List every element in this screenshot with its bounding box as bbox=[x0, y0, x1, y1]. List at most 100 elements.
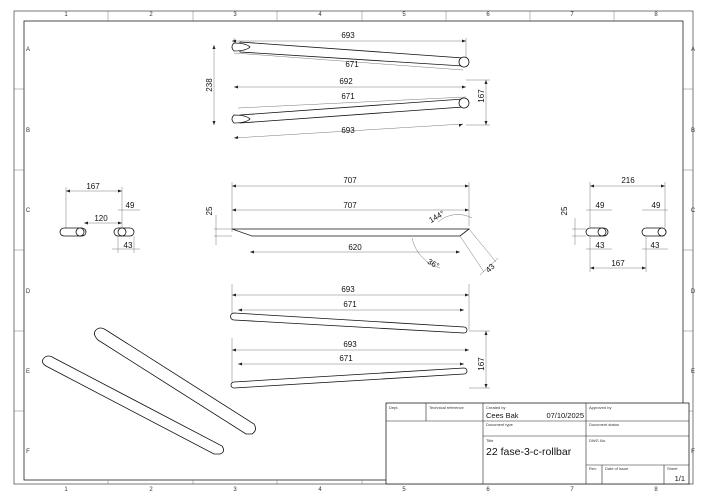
row-label-b-right: B bbox=[691, 128, 695, 134]
row-label-f-right: F bbox=[691, 449, 695, 455]
tube-circle-left-1 bbox=[75, 227, 85, 237]
col-label-3-bottom: 3 bbox=[233, 487, 237, 493]
top-view-upper: 693 671 238 bbox=[205, 31, 470, 125]
tb-doc-type-label: Document type bbox=[486, 422, 514, 427]
col-label-8-bottom: 8 bbox=[654, 487, 658, 493]
col-label-2: 2 bbox=[149, 12, 153, 18]
col-label-7-bottom: 7 bbox=[570, 487, 574, 493]
tube-end-right-mid bbox=[458, 97, 470, 109]
tube-circle-right-1 bbox=[597, 227, 607, 237]
dim-692: 692 bbox=[339, 77, 353, 86]
rollbar-tube-side bbox=[231, 228, 471, 237]
right-end-view: 216 25 49 49 43 43 167 bbox=[560, 176, 668, 272]
col-label-3: 3 bbox=[233, 12, 237, 18]
tb-date-issue-label: Date of issue bbox=[605, 466, 629, 471]
rollbar-tube-front bbox=[230, 312, 468, 334]
dim-49-right-a: 49 bbox=[596, 201, 605, 210]
row-label-a: A bbox=[26, 47, 30, 53]
dim-25-side: 25 bbox=[205, 206, 214, 215]
outer-border bbox=[13, 10, 694, 485]
tube-end-left-mid bbox=[231, 114, 251, 124]
tb-approved-by-label: Approved by bbox=[589, 405, 611, 410]
col-label-5: 5 bbox=[402, 12, 406, 18]
angle-arc-36 bbox=[411, 237, 441, 269]
tube-end-right-top bbox=[458, 56, 470, 68]
col-label-4: 4 bbox=[318, 12, 322, 18]
dim-707-top: 707 bbox=[343, 176, 357, 185]
dim-693-front: 693 bbox=[341, 285, 355, 294]
dim-120: 120 bbox=[94, 214, 108, 223]
dim-216: 216 bbox=[621, 176, 635, 185]
dim-43-right-b: 43 bbox=[651, 241, 660, 250]
dim-620: 620 bbox=[348, 243, 362, 252]
rollbar-tube-front-2 bbox=[230, 367, 468, 389]
dim-43-right-a: 43 bbox=[596, 241, 605, 250]
dim-707-inner: 707 bbox=[343, 201, 357, 210]
row-label-e-right: E bbox=[691, 369, 695, 375]
left-end-view: 167 120 49 43 bbox=[59, 182, 140, 253]
col-label-7: 7 bbox=[570, 12, 574, 18]
dim-167-left: 167 bbox=[86, 182, 100, 191]
tb-date: 07/10/2025 bbox=[546, 411, 584, 420]
front-view-lower: 693 671 167 bbox=[230, 330, 490, 389]
tb-doc-status-label: Document status bbox=[589, 422, 619, 427]
tb-tech-ref-label: Technical reference bbox=[429, 405, 464, 410]
dim-167-right: 167 bbox=[611, 259, 625, 268]
dim-671-front: 671 bbox=[343, 300, 357, 309]
inner-border bbox=[23, 20, 684, 481]
tb-title-label: Title bbox=[486, 438, 494, 443]
tube-circle-right-2 bbox=[657, 227, 667, 237]
tube-end-left-top bbox=[231, 42, 251, 52]
dim-43-left: 43 bbox=[124, 241, 133, 250]
row-label-c: C bbox=[26, 208, 31, 214]
dim-36-deg: 36° bbox=[426, 257, 441, 271]
dim-49-left: 49 bbox=[126, 201, 135, 210]
row-label-b: B bbox=[26, 128, 30, 134]
side-view: 707 707 25 620 144° 36° 43 bbox=[205, 176, 499, 276]
angle-arc-144 bbox=[437, 214, 473, 223]
row-label-d: D bbox=[26, 289, 31, 295]
title-block: Dept. Technical reference Created by Cee… bbox=[385, 402, 690, 485]
col-label-2-bottom: 2 bbox=[149, 487, 153, 493]
tb-rev-label: Rev. bbox=[589, 466, 597, 471]
tb-created-by: Cees Bak bbox=[486, 411, 519, 420]
dim-25-right: 25 bbox=[560, 206, 569, 215]
dim-671-front-2: 671 bbox=[339, 354, 353, 363]
tb-sheet: 1/1 bbox=[675, 474, 685, 483]
col-label-8: 8 bbox=[654, 12, 658, 18]
iso-tube-lower bbox=[42, 355, 224, 455]
tb-dwg-label: DWG No. bbox=[589, 438, 606, 443]
row-label-a-right: A bbox=[691, 47, 695, 53]
col-label-5-bottom: 5 bbox=[402, 487, 406, 493]
dim-671-mid: 671 bbox=[341, 92, 355, 101]
col-label-4-bottom: 4 bbox=[318, 487, 322, 493]
dim-167-top: 167 bbox=[477, 89, 486, 103]
tb-dept-label: Dept. bbox=[389, 405, 399, 410]
front-view-upper: 693 671 bbox=[230, 284, 470, 334]
top-view-lower: 692 671 693 167 bbox=[231, 77, 490, 139]
col-label-6: 6 bbox=[486, 12, 490, 18]
col-label-6-bottom: 6 bbox=[486, 487, 490, 493]
isometric-view bbox=[42, 327, 256, 455]
row-label-d-right: D bbox=[691, 289, 696, 295]
row-label-f: F bbox=[26, 449, 30, 455]
dim-167-front: 167 bbox=[477, 357, 486, 371]
iso-tube-upper bbox=[94, 327, 256, 435]
tb-created-by-label: Created by bbox=[486, 405, 506, 410]
dim-43-cut: 43 bbox=[484, 262, 497, 275]
row-label-c-right: C bbox=[691, 208, 696, 214]
tube-circle-left-2 bbox=[117, 227, 127, 237]
dim-144-deg: 144° bbox=[427, 209, 446, 225]
row-label-e: E bbox=[26, 369, 30, 375]
dim-238: 238 bbox=[205, 78, 214, 92]
col-label-1: 1 bbox=[64, 12, 68, 18]
col-label-1-bottom: 1 bbox=[64, 487, 68, 493]
dim-49-right-b: 49 bbox=[652, 201, 661, 210]
dim-693-front-2: 693 bbox=[343, 340, 357, 349]
dim-693-top: 693 bbox=[341, 31, 355, 40]
dim-693-mid: 693 bbox=[341, 126, 355, 135]
dim-671-top: 671 bbox=[345, 60, 359, 69]
tb-sheet-label: Sheet bbox=[667, 466, 678, 471]
